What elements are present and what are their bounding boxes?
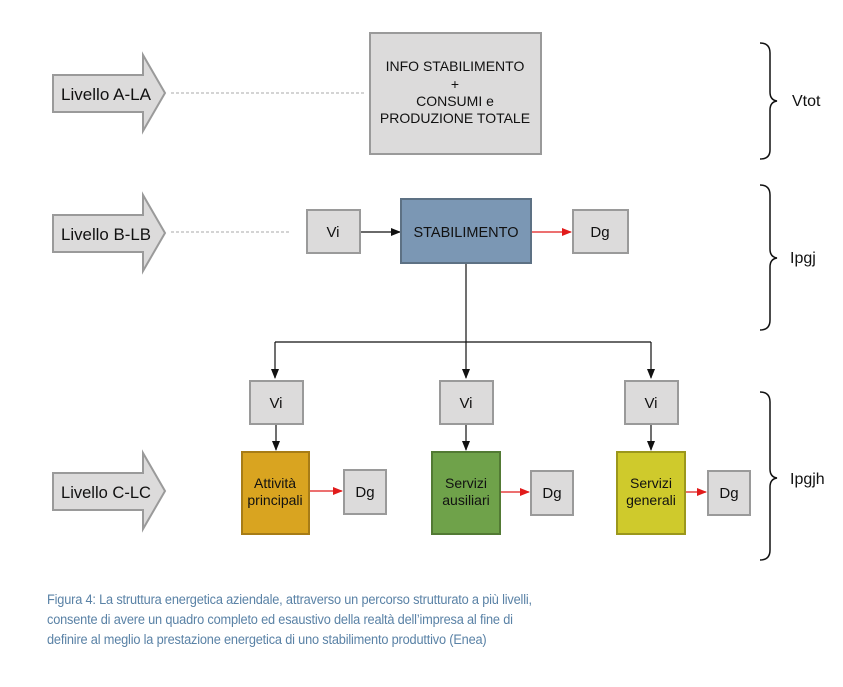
level-arrow-shape [52, 449, 167, 533]
branch-line-1: Servizi [445, 475, 487, 491]
stabilimento-label: STABILIMENTO [413, 225, 518, 241]
level-b-label: Livello B-LB [61, 225, 151, 244]
branch-line-2: ausiliari [442, 492, 489, 508]
level-arrow-shape [52, 51, 167, 135]
input-vi-box: Vi [306, 209, 361, 254]
branch-servizi-ausiliari: Vi Servizi ausiliari Dg [431, 380, 574, 535]
bracket-ipgjh: Ipgjh [759, 391, 825, 561]
branch-line-1: Attività [254, 475, 296, 491]
output-dg-box [530, 470, 574, 516]
figure-caption: Figura 4: La struttura energetica aziend… [47, 590, 605, 650]
level-c-label: Livello C-LC [61, 483, 151, 502]
branch-line-1: Servizi [630, 475, 672, 491]
level-a-label: Livello A-LA [61, 85, 152, 104]
caption-line: Figura 4: La struttura energetica aziend… [47, 592, 532, 608]
branch-line-2: principali [247, 492, 302, 508]
input-vi-box [249, 380, 304, 425]
branch-attivita-principali: Vi Attività principali Dg [241, 380, 387, 535]
input-vi-box [439, 380, 494, 425]
vi-label: Vi [326, 224, 339, 241]
caption-line: definire al meglio la prestazione energe… [47, 632, 487, 648]
info-stabilimento-box: INFO STABILIMENTO + CONSUMI e PRODUZIONE… [369, 32, 542, 155]
info-line-3: CONSUMI e [416, 93, 494, 109]
branch-servizi-generali: Vi Servizi generali Dg [616, 380, 751, 535]
caption-line: consente di avere un quadro completo ed … [47, 612, 513, 628]
attivita-principali-box [241, 451, 310, 535]
vi-label: Vi [459, 395, 472, 412]
info-line-4: PRODUZIONE TOTALE [380, 110, 530, 126]
dg-label: Dg [355, 484, 374, 501]
bracket-label: Ipgj [790, 250, 816, 267]
bracket-label: Ipgjh [790, 471, 825, 488]
level-c-arrow: Livello C-LC [52, 449, 167, 533]
stabilimento-box: STABILIMENTO [400, 198, 532, 264]
energy-structure-diagram: Livello A-LA INFO STABILIMENTO + CONSUMI… [52, 32, 825, 561]
dg-label: Dg [542, 485, 561, 502]
dg-label: Dg [719, 485, 738, 502]
info-line-2: + [451, 76, 459, 92]
output-dg-box: Dg [572, 209, 629, 254]
output-dg-box [343, 469, 387, 515]
servizi-ausiliari-box [431, 451, 501, 535]
level-arrow-shape [52, 191, 167, 275]
bracket-ipgj: Ipgj [759, 184, 816, 331]
vi-label: Vi [644, 395, 657, 412]
curly-brace-icon [759, 42, 778, 160]
servizi-generali-box [616, 451, 686, 535]
curly-brace-icon [759, 391, 778, 561]
curly-brace-icon [759, 184, 778, 331]
info-line-1: INFO STABILIMENTO [386, 58, 525, 74]
vi-label: Vi [269, 395, 282, 412]
branch-connectors [271, 264, 655, 379]
bracket-label: Vtot [792, 93, 821, 110]
level-a-arrow: Livello A-LA [52, 51, 167, 135]
input-vi-box [624, 380, 679, 425]
branch-line-2: generali [626, 492, 676, 508]
output-dg-box [707, 470, 751, 516]
dg-label: Dg [590, 224, 609, 241]
level-b-arrow: Livello B-LB [52, 191, 167, 275]
bracket-vtot: Vtot [759, 42, 821, 160]
